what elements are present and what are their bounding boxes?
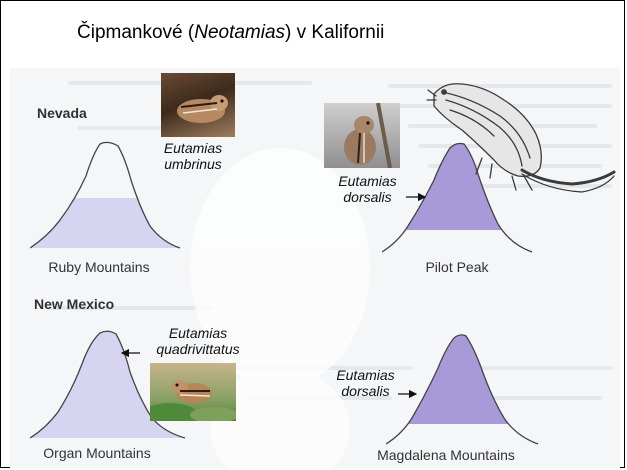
figure-panel: Nevada New Mexico Ruby Mountains Eutamia…: [10, 68, 620, 468]
title-genus: Neotamias: [194, 22, 285, 43]
chipmunk-photo-organ: [150, 363, 236, 421]
slide-title: Čipmankové (Neotamias) v Kalifornii: [77, 22, 384, 44]
title-prefix: Čipmankové (: [77, 22, 194, 43]
title-suffix: ) v Kalifornii: [285, 22, 384, 43]
chipmunk-photo-pilot: [324, 103, 400, 168]
chipmunk-drawing: [422, 78, 617, 203]
chipmunk-photo-ruby: [161, 73, 235, 137]
